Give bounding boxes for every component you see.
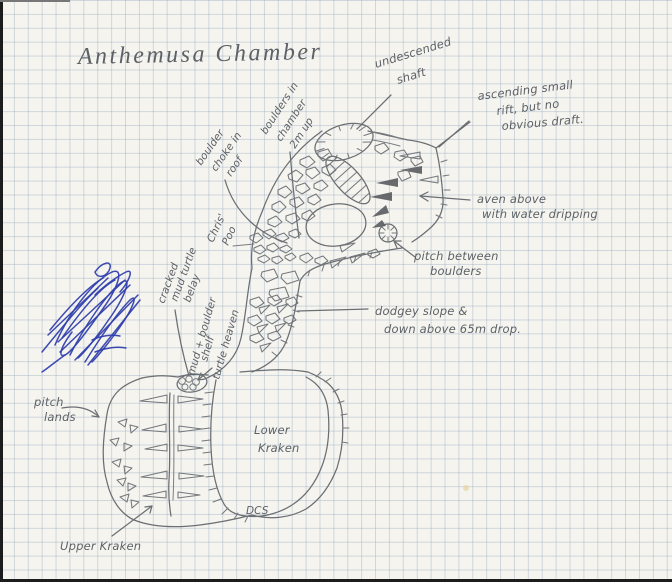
upper-kraken-rift [168, 392, 175, 517]
label-pitch-lands: pitch [33, 395, 64, 409]
label-ascending-rift: ascending small [477, 77, 575, 103]
lower-chamber-outline [102, 369, 344, 528]
label-aven-above: aven above [477, 192, 546, 206]
lower-chamber-hachures [201, 371, 350, 523]
upper-boulder-field [267, 142, 424, 228]
label-dodgey-slope-2: down above 65m drop. [384, 322, 521, 336]
label-aven-above-2: with water dripping [482, 207, 598, 221]
connecting-passage [206, 267, 301, 379]
scattered-boulder-triangles [109, 418, 140, 509]
label-lower-kraken: Lower [254, 423, 291, 437]
pitch-circle-symbol [378, 223, 398, 243]
label-lower-kraken-2: Kraken [258, 441, 300, 455]
label-undescended-shaft-2: shaft [395, 65, 428, 87]
slope-hole-oval [305, 203, 367, 247]
label-upper-kraken: Upper Kraken [60, 539, 141, 553]
paper-stain [463, 485, 469, 491]
scan-edge-top [0, 0, 70, 2]
boulder-pile [249, 228, 302, 302]
annotations: undescended shaft ascending small rift, … [33, 34, 598, 553]
scan-edge-bottom [0, 579, 672, 582]
scan-edge-left [0, 0, 3, 582]
leader-lines [61, 94, 471, 537]
label-pitch-between-boulders-2: boulders [430, 264, 482, 278]
page-title: Anthemusa Chamber [76, 39, 323, 70]
passage-boulders [247, 294, 299, 353]
undescended-shaft-symbol [314, 122, 374, 162]
neck-boulders [299, 242, 381, 269]
label-undescended-shaft: undescended [373, 34, 454, 71]
upper-kraken-scree-bars [139, 394, 205, 499]
label-dodgey-slope: dodgey slope & [375, 304, 468, 318]
label-pitch-between-boulders: pitch between [413, 249, 499, 263]
blue-scribble [41, 262, 141, 373]
label-initials: DCS [246, 505, 269, 517]
slope-arrows [370, 166, 422, 228]
label-pitch-lands-2: lands [44, 410, 76, 424]
